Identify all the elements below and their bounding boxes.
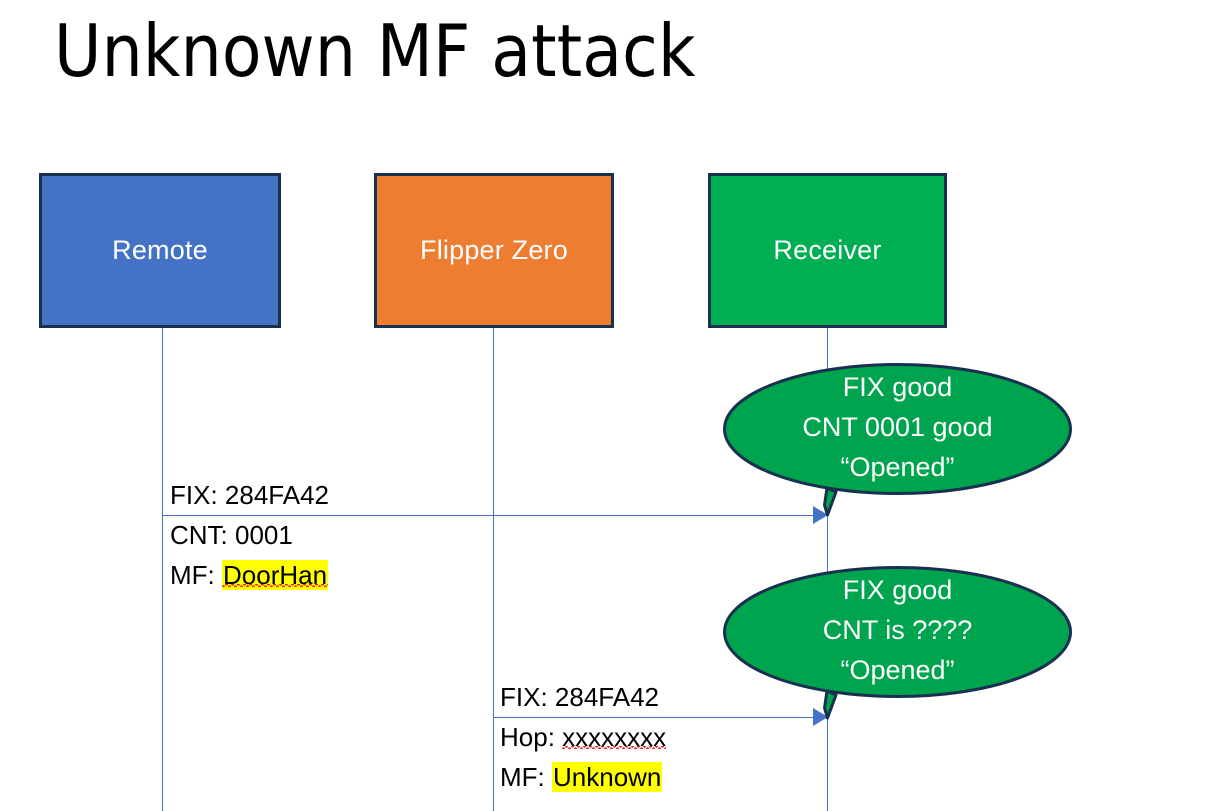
- message-line-2: CNT: 0001: [170, 515, 329, 555]
- page-title: Unknown MF attack: [54, 9, 696, 93]
- message-line-1: FIX: 284FA42: [170, 475, 329, 515]
- msg2-line3-value-highlighted: Unknown: [552, 762, 663, 792]
- actor-label-flipper: Flipper Zero: [420, 234, 568, 265]
- actor-box-receiver[interactable]: Receiver: [708, 173, 947, 328]
- message-label-remote-to-receiver: FIX: 284FA42 CNT: 0001 MF: DoorHan: [170, 475, 329, 595]
- message-line-1: FIX: 284FA42: [500, 677, 666, 717]
- msg2-line3-label: MF:: [500, 762, 552, 792]
- msg2-line2-label: Hop:: [500, 722, 563, 752]
- msg2-line1-value: 284FA42: [554, 682, 659, 712]
- message-line-3: MF: Unknown: [500, 757, 666, 797]
- msg1-line3-label: MF:: [170, 560, 222, 590]
- message-line-2: Hop: xxxxxxxx: [500, 717, 666, 757]
- msg1-line1-value: 284FA42: [224, 480, 329, 510]
- msg1-line3-value-highlighted: DoorHan: [222, 560, 329, 590]
- message-arrowhead-flipper-to-receiver: [813, 708, 828, 726]
- callout-first[interactable]: FIX good CNT 0001 good “Opened”: [723, 363, 1072, 517]
- lifeline-receiver: [827, 328, 828, 811]
- message-label-flipper-to-receiver: FIX: 284FA42 Hop: xxxxxxxx MF: Unknown: [500, 677, 666, 797]
- msg2-line2-value: xxxxxxxx: [562, 722, 667, 752]
- msg2-line1-label: FIX:: [500, 682, 555, 712]
- actor-label-remote: Remote: [112, 234, 208, 265]
- msg1-line2-value: 0001: [235, 520, 293, 550]
- msg1-line1-label: FIX:: [170, 480, 225, 510]
- message-arrowhead-remote-to-receiver: [813, 506, 828, 524]
- callout-second[interactable]: FIX good CNT is ???? “Opened”: [723, 566, 1072, 720]
- message-line-3: MF: DoorHan: [170, 555, 329, 595]
- actor-box-flipper[interactable]: Flipper Zero: [374, 173, 614, 328]
- msg1-line2-label: CNT:: [170, 520, 235, 550]
- lifeline-remote: [162, 328, 163, 811]
- message-line-remote-to-receiver: [162, 515, 827, 516]
- actor-box-remote[interactable]: Remote: [39, 173, 281, 328]
- callout-first-shape: [723, 363, 1072, 517]
- message-line-flipper-to-receiver: [493, 717, 827, 718]
- lifeline-flipper: [493, 328, 494, 811]
- callout-second-shape: [723, 566, 1072, 720]
- actor-label-receiver: Receiver: [773, 234, 882, 265]
